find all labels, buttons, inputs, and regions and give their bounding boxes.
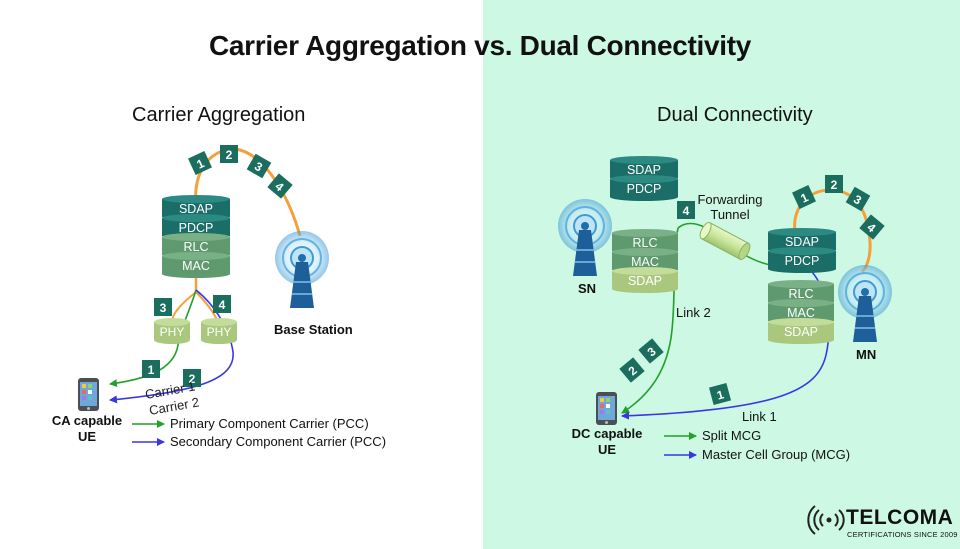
ca-carrier1-line xyxy=(109,289,197,388)
ca-ue-label: CA capable UE xyxy=(44,413,130,445)
dc-link2-badge-3: 3 xyxy=(638,338,664,364)
ca-stack-label: SDAP xyxy=(179,202,213,216)
dc-mn-layer-label: SDAP xyxy=(784,325,818,339)
ca-arc-badge-4: 4 xyxy=(267,173,293,199)
ca-stack-label: MAC xyxy=(182,259,210,273)
dc-arc-badge-2: 2 xyxy=(825,175,843,193)
ca-arc-badge-3: 3 xyxy=(246,153,272,179)
dc-legend-split: Split MCG xyxy=(702,428,762,443)
ca-phy-label: PHY xyxy=(160,325,185,339)
telcoma-signal-icon xyxy=(807,505,845,535)
dc-mn-layer-label: PDCP xyxy=(785,254,820,268)
dc-ue-label-line1: DC capable xyxy=(571,426,643,441)
ca-carrier-badge-1: 1 xyxy=(142,360,160,378)
forwarding-label-line2: Tunnel xyxy=(710,207,750,222)
dc-arc-badge-3: 3 xyxy=(845,186,871,212)
ca-layer-sdap: SDAP xyxy=(162,195,230,217)
dc-mn-antenna-icon xyxy=(838,265,892,342)
svg-text:3: 3 xyxy=(160,301,167,315)
svg-text:2: 2 xyxy=(831,178,838,192)
dc-link2-badge-2: 2 xyxy=(619,357,645,383)
dc-tunnel-badge-4: 4 xyxy=(677,201,695,219)
telcoma-brand-name: TELCOMA xyxy=(846,506,954,529)
dc-sn-label: SN xyxy=(578,281,597,296)
dc-arc-badge-4: 4 xyxy=(859,214,885,240)
forwarding-label-line1: Forwarding xyxy=(697,192,763,207)
ca-phone-icon xyxy=(78,378,99,411)
dc-sn-layer-label: SDAP xyxy=(627,163,661,177)
svg-text:4: 4 xyxy=(683,204,690,218)
ca-base-station-icon xyxy=(275,231,329,308)
svg-text:1: 1 xyxy=(148,363,155,377)
dc-arc-badge-1: 1 xyxy=(792,185,816,209)
ca-legend-scc: Secondary Component Carrier (PCC) xyxy=(170,434,387,449)
dc-sn-layer-label: SDAP xyxy=(628,274,662,288)
dc-sn-upper-stack: SDAP PDCP xyxy=(610,156,678,201)
dc-ue-label-line2: UE xyxy=(597,442,617,457)
dc-mn-layer-label: RLC xyxy=(788,287,813,301)
dc-mn-upper-stack: SDAP PDCP xyxy=(768,228,836,273)
dc-link1-label: Link 1 xyxy=(742,409,777,424)
ca-phy-badge-3: 3 xyxy=(154,298,172,316)
dc-ue-label: DC capable UE xyxy=(562,426,652,458)
dc-tunnel-line-left xyxy=(677,222,707,229)
telcoma-brand-tagline: CERTIFICATIONS SINCE 2009 xyxy=(847,530,958,539)
dc-link1-badge-1: 1 xyxy=(708,382,732,406)
ca-arc-badge-1: 1 xyxy=(188,151,212,175)
svg-text:4: 4 xyxy=(219,298,226,312)
dc-legend-mcg: Master Cell Group (MCG) xyxy=(702,447,851,462)
ca-legend-pcc: Primary Component Carrier (PCC) xyxy=(170,416,369,431)
ca-phy1-connector xyxy=(171,291,197,323)
ca-stack-label: PDCP xyxy=(179,221,214,235)
dc-sn-layer-label: PDCP xyxy=(627,182,662,196)
forwarding-tunnel-icon xyxy=(699,222,751,260)
dc-mn-lower-stack: RLC MAC SDAP xyxy=(768,280,834,344)
ca-layer-rlc: RLC xyxy=(162,233,230,255)
dc-phone-icon xyxy=(596,392,617,425)
ca-phy-2: PHY xyxy=(201,318,237,344)
svg-text:2: 2 xyxy=(189,372,196,386)
ca-stack-label: RLC xyxy=(183,240,208,254)
dc-section-title: Dual Connectivity xyxy=(657,104,813,126)
dc-sn-antenna-icon xyxy=(558,199,612,276)
ca-phy-label: PHY xyxy=(207,325,232,339)
ca-ue-label-line2: UE xyxy=(77,429,97,444)
forwarding-tunnel-label: Forwarding Tunnel xyxy=(686,192,774,222)
ca-ue-label-line1: CA capable xyxy=(51,413,123,428)
ca-arc-badge-2: 2 xyxy=(220,145,238,163)
dc-sn-lower-stack: RLC MAC SDAP xyxy=(612,229,678,293)
svg-text:2: 2 xyxy=(226,148,233,162)
dc-link2-label: Link 2 xyxy=(676,305,711,320)
ca-carrier-badge-2: 2 xyxy=(183,369,201,387)
ca-phy-badge-4: 4 xyxy=(213,295,231,313)
ca-section-title: Carrier Aggregation xyxy=(132,104,306,126)
ca-base-station-label: Base Station xyxy=(274,322,353,337)
ca-layer-mac: MAC xyxy=(162,252,230,278)
ca-phy-1: PHY xyxy=(154,318,190,344)
dc-mn-layer-label: MAC xyxy=(787,306,815,320)
ca-layer-pdcp: PDCP xyxy=(162,214,230,236)
dc-mn-label: MN xyxy=(856,347,877,362)
dc-mn-layer-label: SDAP xyxy=(785,235,819,249)
main-title: Carrier Aggregation vs. Dual Connectivit… xyxy=(208,30,752,61)
dc-sn-layer-label: MAC xyxy=(631,255,659,269)
ca-protocol-stack: SDAP PDCP RLC MAC xyxy=(162,195,230,278)
dc-sn-layer-label: RLC xyxy=(632,236,657,250)
svg-text:1: 1 xyxy=(715,387,725,402)
